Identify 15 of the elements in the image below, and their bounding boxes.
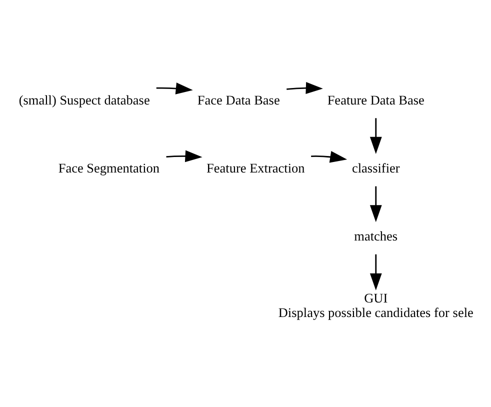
arrow <box>370 254 382 290</box>
arrow <box>286 82 323 94</box>
arrow <box>156 82 193 94</box>
arrow <box>370 186 382 222</box>
node-text: Face Data Base <box>197 92 280 107</box>
arrow <box>311 150 348 162</box>
node-text: GUI Displays possible candidates for sele <box>278 290 474 320</box>
node-text: (small) Suspect database <box>18 92 150 107</box>
arrow <box>166 150 202 162</box>
node-text: Face Segmentation <box>58 160 160 175</box>
node-text: Feature Extraction <box>206 160 305 175</box>
arrow <box>370 118 382 154</box>
node-text: Feature Data Base <box>327 92 424 107</box>
node-text: matches <box>354 228 398 244</box>
node-text: classifier <box>352 160 400 175</box>
